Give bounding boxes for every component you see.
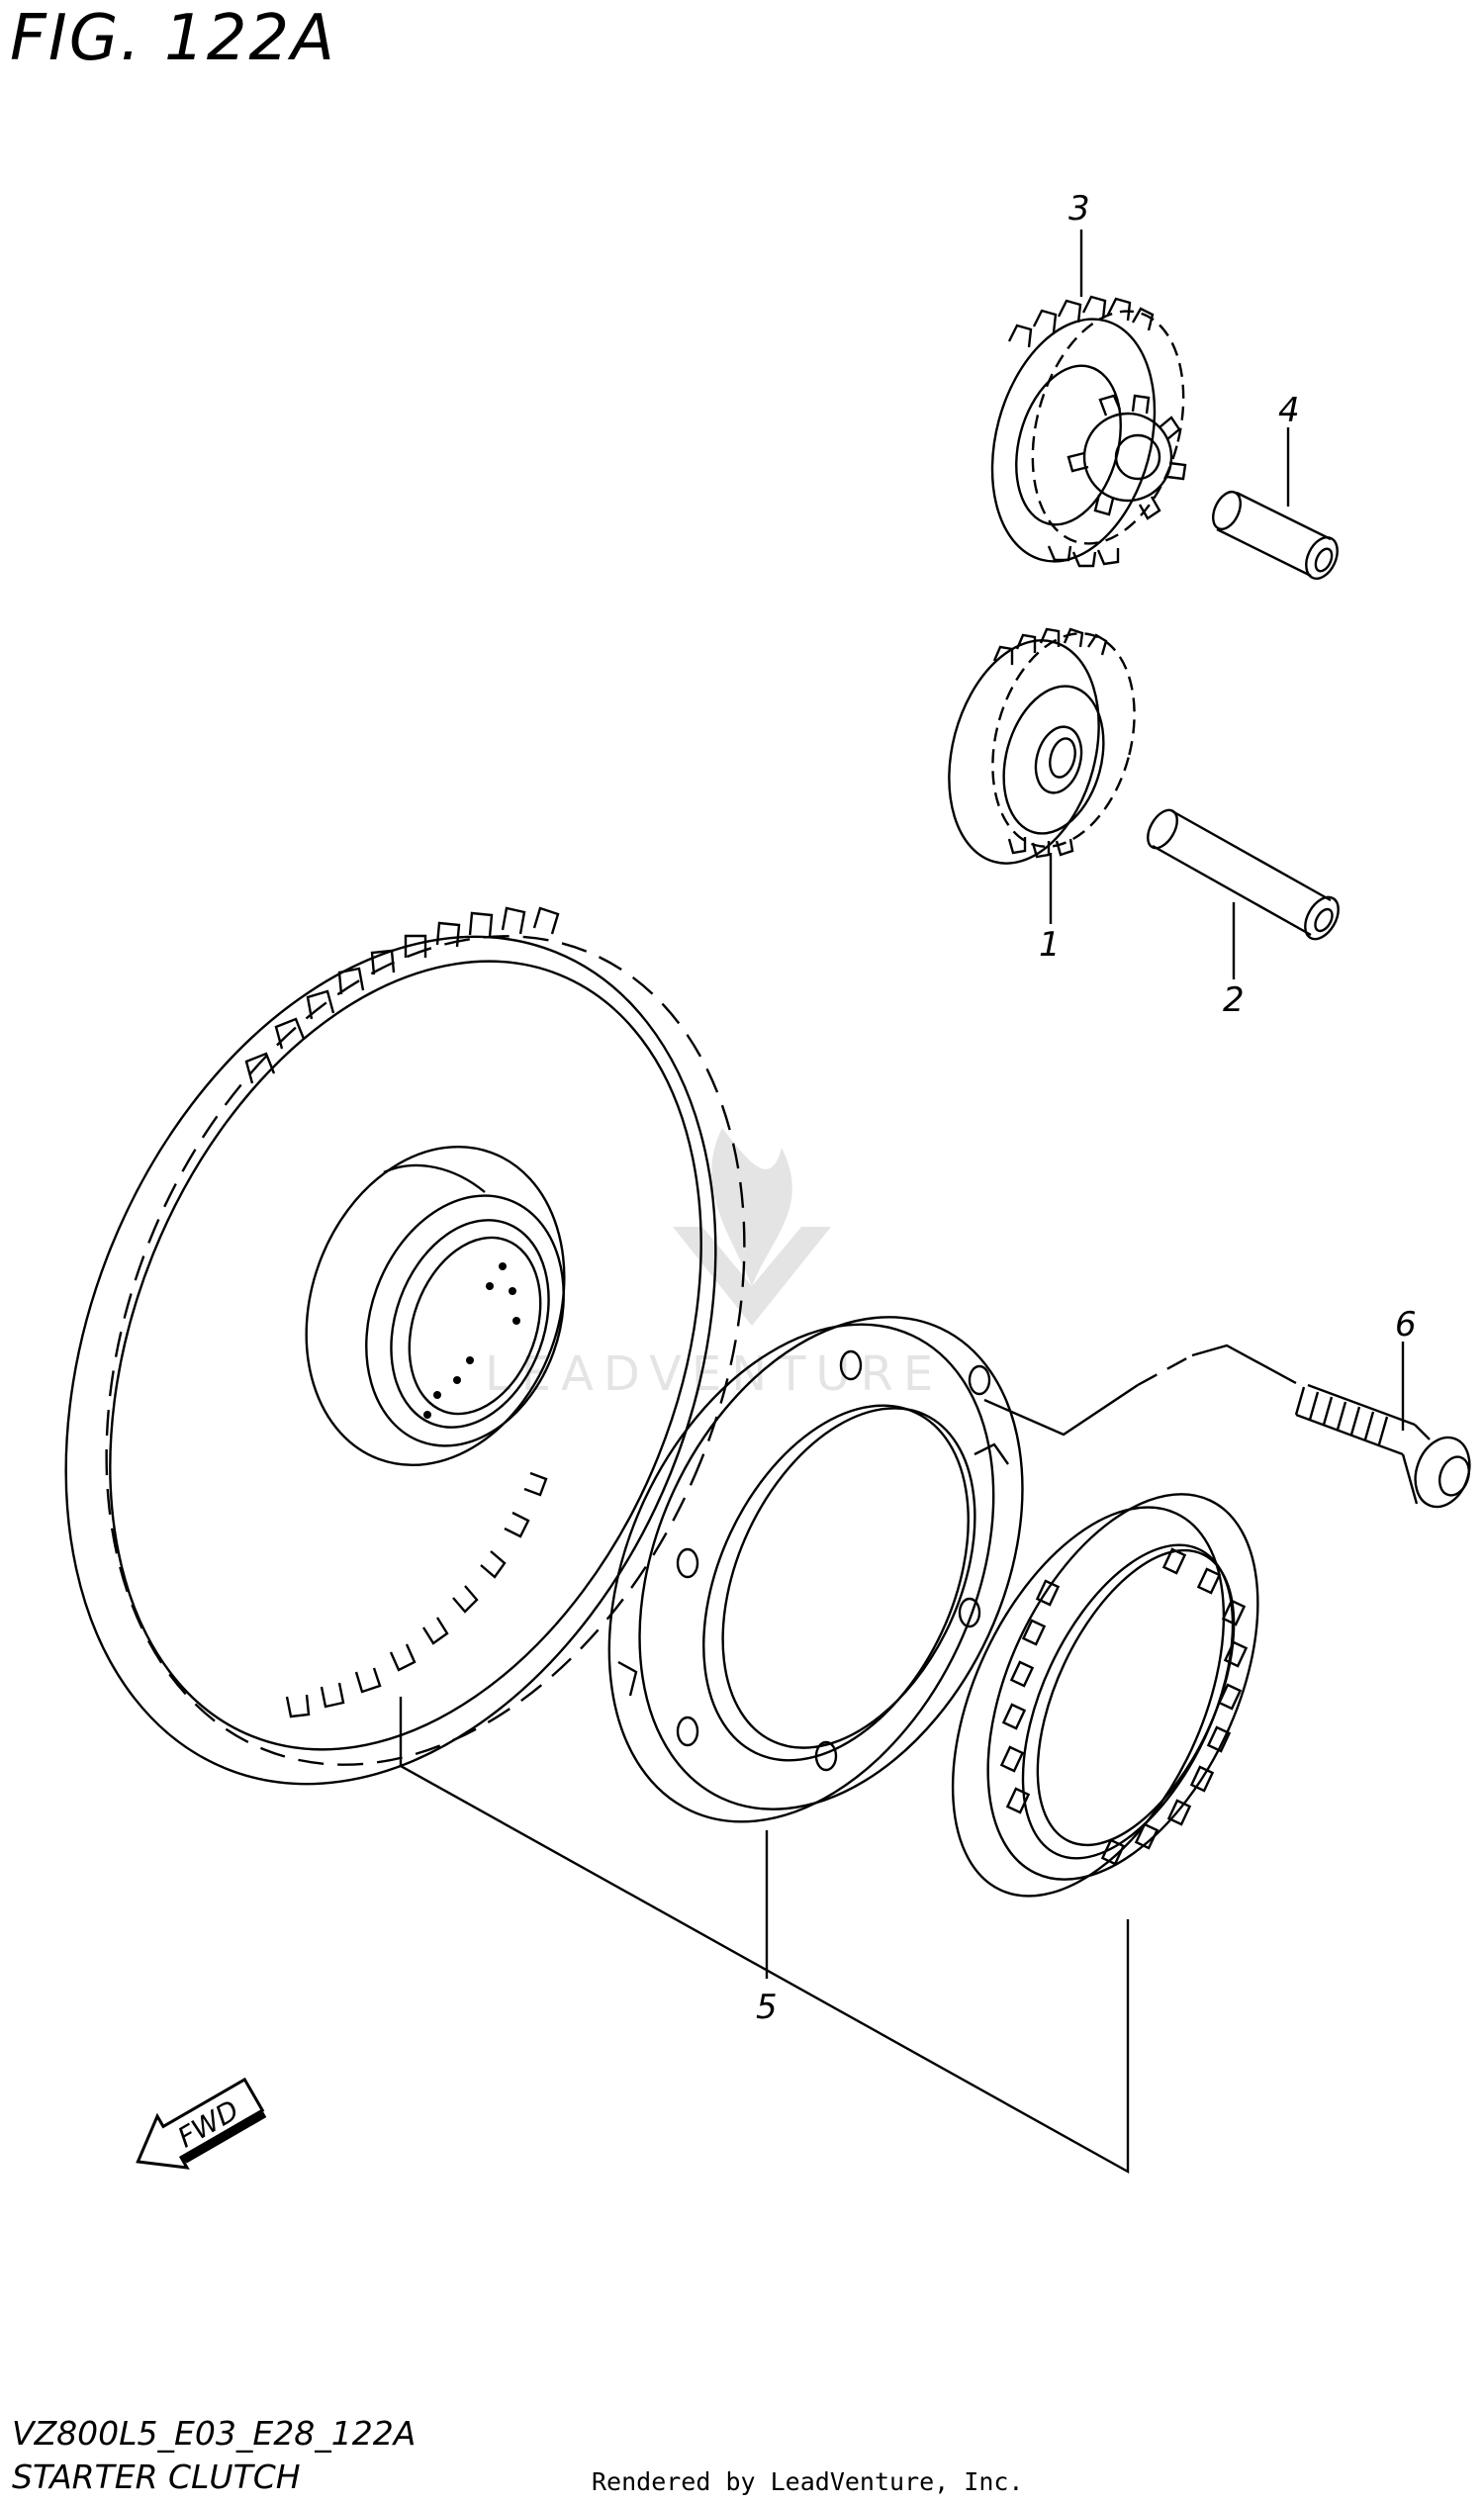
part-5-clutch-housing[interactable] <box>533 1255 1097 1885</box>
leader-lines <box>399 230 1405 2175</box>
callout-2[interactable]: 2 <box>1223 980 1245 1020</box>
figure-title: FIG. 122A <box>10 2 336 75</box>
render-credit: Rendered by LeadVenture, Inc. <box>592 2467 1024 2496</box>
part-3-idle-gear[interactable] <box>967 294 1207 579</box>
figure-caption: STARTER CLUTCH <box>12 2458 301 2496</box>
fwd-arrow: FWD <box>136 2077 267 2170</box>
part-6-bolt[interactable] <box>1294 1383 1479 1515</box>
part-1-idle-gear[interactable] <box>926 617 1157 881</box>
model-code: VZ800L5_E03_E28_122A <box>12 2414 417 2453</box>
part-4-shaft[interactable] <box>1208 488 1344 584</box>
one-way-clutch[interactable] <box>897 1452 1313 1938</box>
leadventure-watermark: LEADVENTURE <box>485 1128 933 1402</box>
part-2-shaft[interactable] <box>1142 805 1345 945</box>
callout-5[interactable]: 5 <box>756 1988 778 2027</box>
callout-3[interactable]: 3 <box>1068 189 1090 229</box>
starter-driven-gear[interactable] <box>0 839 862 1882</box>
callout-4[interactable]: 4 <box>1278 391 1300 430</box>
callout-1[interactable]: 1 <box>1039 925 1061 965</box>
callout-6[interactable]: 6 <box>1395 1305 1417 1345</box>
